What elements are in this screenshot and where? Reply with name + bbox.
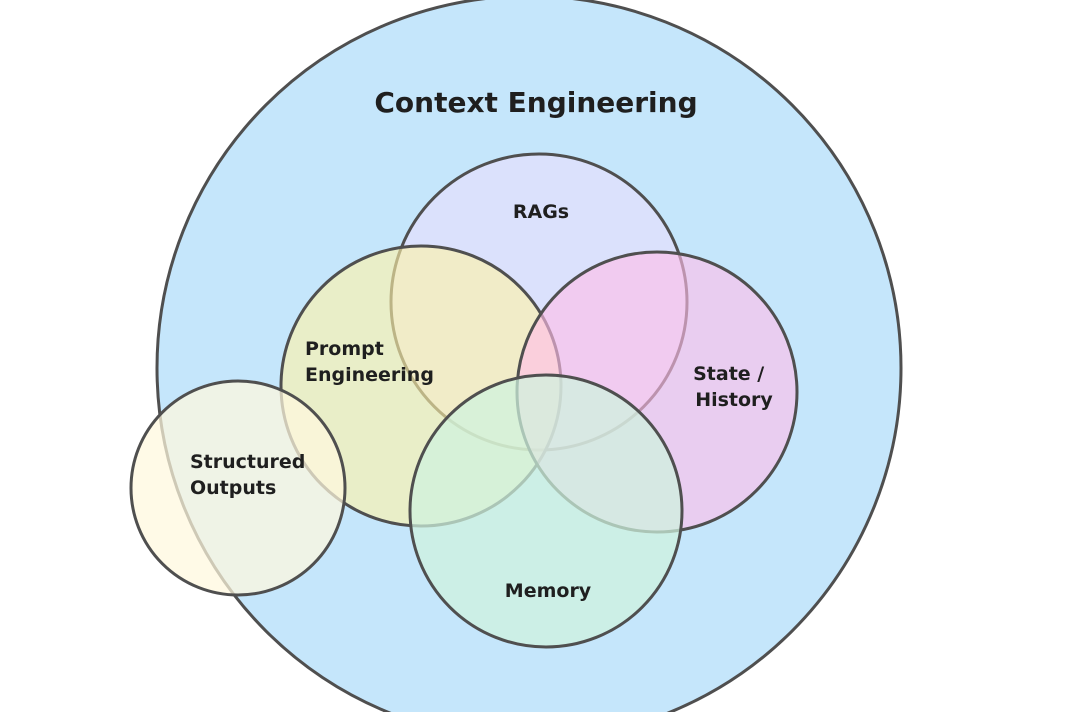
memory-circle	[408, 373, 684, 649]
structured-outputs-label: Structured Outputs	[190, 451, 312, 499]
diagram-title: Context Engineering	[374, 86, 697, 119]
state-history-label-line1: State /	[693, 363, 764, 385]
prompt-engineering-label: Prompt Engineering	[305, 338, 434, 386]
rags-label: RAGs	[513, 201, 569, 223]
structured-outputs-circle	[129, 379, 347, 597]
prompt-engineering-label-line1: Prompt	[305, 338, 384, 360]
memory-label: Memory	[505, 580, 592, 602]
structured-outputs-label-line1: Structured	[190, 451, 305, 473]
state-history-label-line2: History	[695, 389, 773, 411]
state-history-label: State / History	[693, 363, 773, 411]
structured-outputs-label-line2: Outputs	[190, 477, 276, 499]
prompt-engineering-label-line2: Engineering	[305, 364, 434, 386]
